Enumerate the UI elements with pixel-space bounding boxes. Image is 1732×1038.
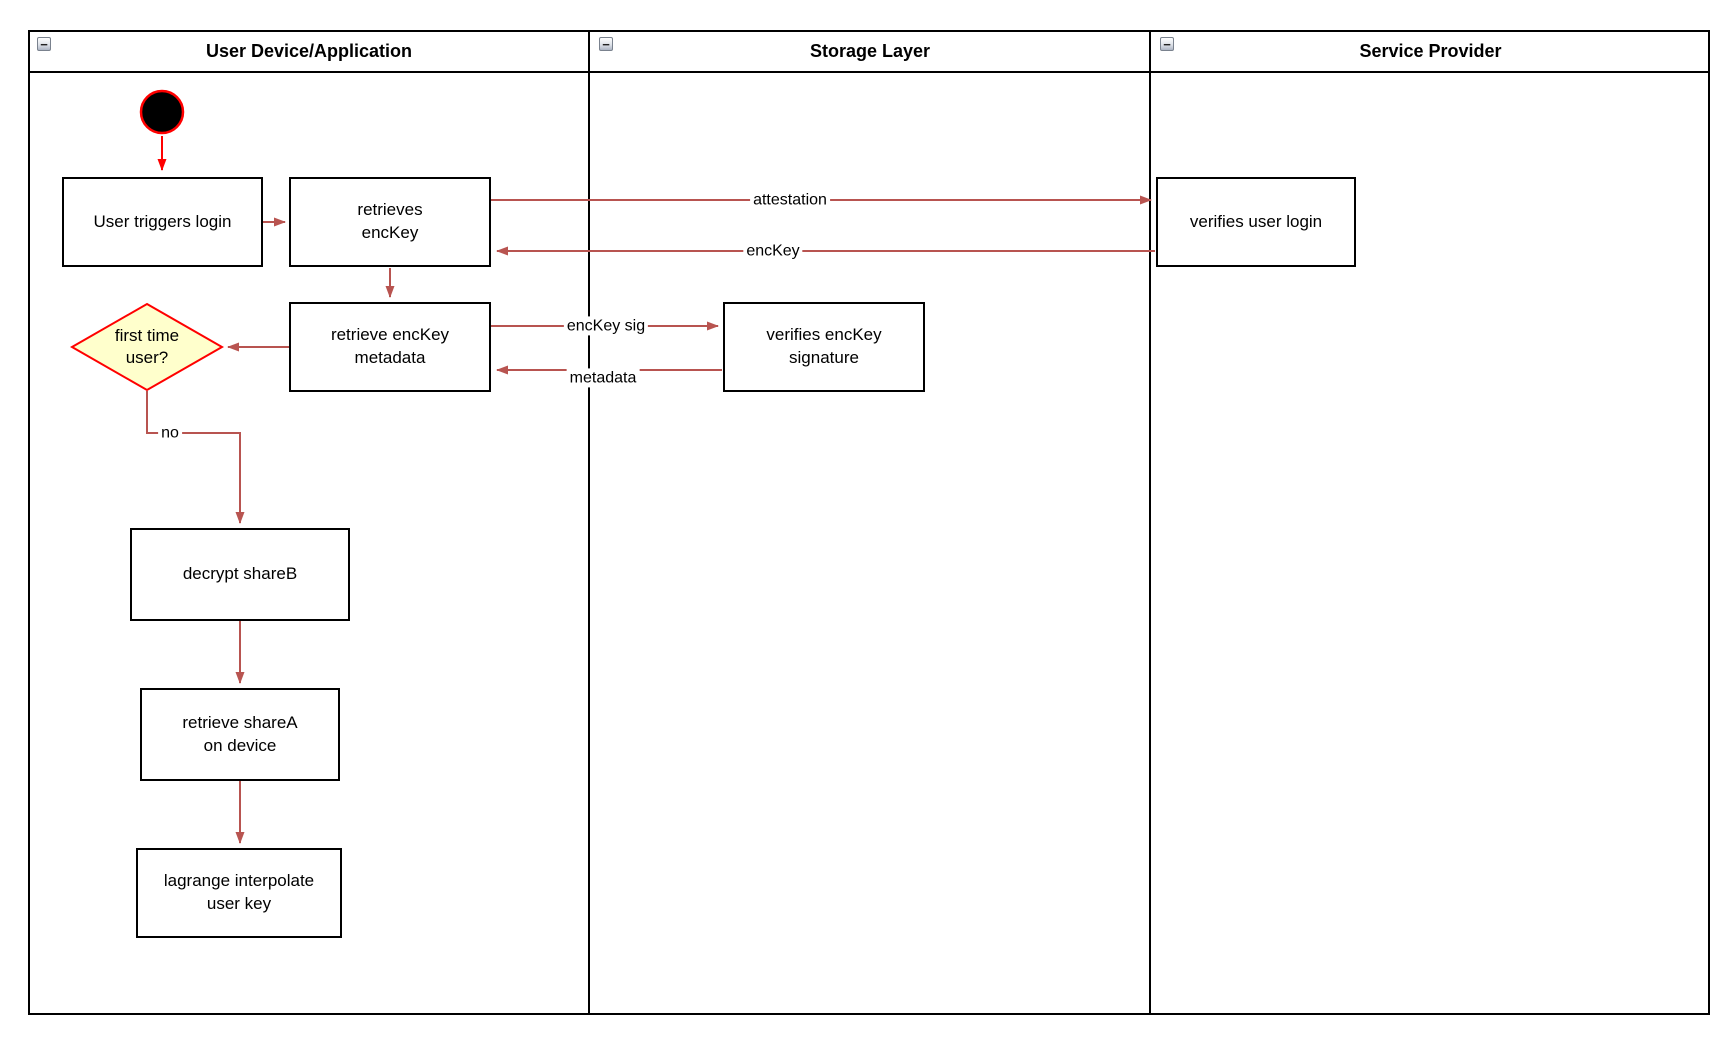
lane-divider-2 — [1149, 30, 1151, 1015]
lane-header-storage-layer: − Storage Layer — [590, 32, 1150, 71]
collapse-lane-icon[interactable]: − — [599, 37, 613, 51]
node-verifies-enckey-signature: verifies encKey signature — [723, 302, 925, 392]
lane-header-divider — [28, 71, 1710, 73]
edge-label-no: no — [158, 423, 182, 443]
node-decrypt-shareb: decrypt shareB — [130, 528, 350, 621]
edge-label-enckey-sig: encKey sig — [563, 316, 649, 336]
decision-label: first time user? — [114, 325, 180, 367]
collapse-lane-icon[interactable]: − — [1160, 37, 1174, 51]
lane-title-storage-layer: Storage Layer — [809, 41, 931, 61]
collapse-lane-icon[interactable]: − — [37, 37, 51, 51]
lane-header-user-device: − User Device/Application — [28, 32, 590, 71]
edge-label-attestation: attestation — [750, 190, 830, 210]
node-verifies-user-login: verifies user login — [1156, 177, 1356, 267]
edge-label-enckey: encKey — [743, 241, 803, 261]
node-lagrange-interpolate: lagrange interpolate user key — [136, 848, 342, 938]
node-retrieve-enckey-metadata: retrieve encKey metadata — [289, 302, 491, 392]
lane-title-service-provider: Service Provider — [1359, 41, 1502, 61]
edge-label-metadata: metadata — [566, 368, 640, 388]
node-retrieve-sharea: retrieve shareA on device — [140, 688, 340, 781]
node-retrieves-enckey: retrieves encKey — [289, 177, 491, 267]
lane-divider-1 — [588, 30, 590, 1015]
lane-header-service-provider: − Service Provider — [1151, 32, 1710, 71]
lane-title-user-device: User Device/Application — [205, 41, 413, 61]
node-user-triggers-login: User triggers login — [62, 177, 263, 267]
swimlane-pool — [28, 30, 1710, 1015]
